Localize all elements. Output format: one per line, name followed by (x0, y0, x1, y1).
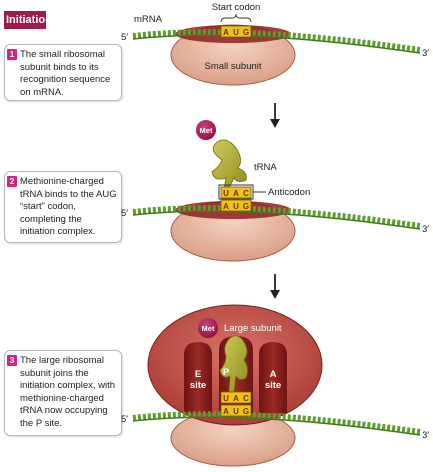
anticodon-2-base-2: A (233, 189, 239, 198)
start-codon-3: A U G (220, 404, 252, 417)
step-1-text: The small ribosomal subunit binds to its… (20, 49, 111, 98)
start-codon-brace (220, 13, 252, 23)
step-2-box: 2 Methionine-charged tRNA binds to the A… (4, 171, 122, 243)
codon-1-base-3: G (243, 28, 249, 37)
anticodon-2-base-1: U (223, 189, 229, 198)
met-label-3: Met (202, 324, 215, 333)
three-prime-label-2: 3′ (422, 224, 429, 235)
codon-3-base-3: G (243, 407, 249, 416)
a-site-label-line-2: site (265, 380, 281, 391)
codon-2-base-1: A (223, 202, 229, 211)
a-site-label-line-1: A (270, 369, 277, 380)
mrna-strand-3-base (132, 416, 421, 436)
codon-3-base-2: U (233, 407, 239, 416)
trna-label: tRNA (254, 162, 277, 173)
step-2-number: 2 (7, 176, 17, 187)
met-3 (198, 318, 218, 338)
start-codon-1: A U G (220, 25, 252, 38)
down-arrow-2 (270, 274, 280, 299)
e-site-label-line-2: site (190, 380, 206, 391)
met-2 (196, 120, 216, 140)
step-1-number: 1 (7, 49, 17, 60)
panel-2: Met tRNA U A C Anticodon A U G 5′ 3′ (121, 120, 429, 262)
step-1-box: 1 The small ribosomal subunit binds to i… (4, 44, 122, 101)
down-arrow-1 (270, 103, 280, 128)
step-3-box: 3 The large ribosomal subunit joins the … (4, 350, 122, 436)
step-2-text: Methionine-charged tRNA binds to the AUG… (20, 176, 117, 237)
anticodon-3-base-1: U (223, 394, 229, 403)
codon-2-base-3: G (243, 202, 249, 211)
mrna-strand-2 (132, 205, 421, 229)
start-codon-label: Start codon (212, 2, 261, 13)
anticodon-3-base-2: A (233, 394, 239, 403)
codon-1-base-2: U (233, 28, 239, 37)
mrna-strand-3 (132, 411, 421, 435)
five-prime-label-2: 5′ (121, 208, 128, 219)
a-site-pocket (259, 342, 287, 413)
small-subunit-label: Small subunit (204, 61, 261, 72)
codon-1-base-1: A (223, 28, 229, 37)
e-site-label-line-1: E (195, 369, 201, 380)
codon-2-base-2: U (233, 202, 239, 211)
panel-3: E site A site P Met Large subunit U A C … (121, 304, 429, 467)
codon-3-base-1: A (223, 407, 229, 416)
p-site-label: P (223, 367, 230, 378)
anticodon-3: U A C (220, 391, 252, 404)
anticodon-2-base-3: C (243, 189, 249, 198)
three-prime-label-1: 3′ (422, 48, 429, 59)
mrna-strand-2-base (132, 210, 421, 230)
large-subunit-label: Large subunit (224, 323, 282, 334)
section-header: Initiation (4, 11, 52, 29)
mrna-label: mRNA (134, 14, 163, 25)
trna-2 (211, 139, 247, 191)
five-prime-label-1: 5′ (121, 32, 128, 43)
mrna-strand-1-base (132, 34, 421, 54)
three-prime-label-3: 3′ (422, 430, 429, 441)
five-prime-label-3: 5′ (121, 414, 128, 425)
anticodon-label: Anticodon (268, 187, 310, 198)
e-site-pocket (184, 342, 212, 413)
met-label-2: Met (200, 126, 213, 135)
step-3-text: The large ribosomal subunit joins the in… (20, 355, 116, 429)
trna-3 (219, 335, 248, 393)
start-codon-2: A U G (220, 199, 252, 212)
anticodon-2: U A C (220, 186, 252, 199)
panel-1: A U G Start codon mRNA 5′ 3′ Small subun… (121, 2, 429, 86)
anticodon-3-base-3: C (243, 394, 249, 403)
mrna-strand-1 (132, 29, 421, 53)
step-3-number: 3 (7, 355, 17, 366)
